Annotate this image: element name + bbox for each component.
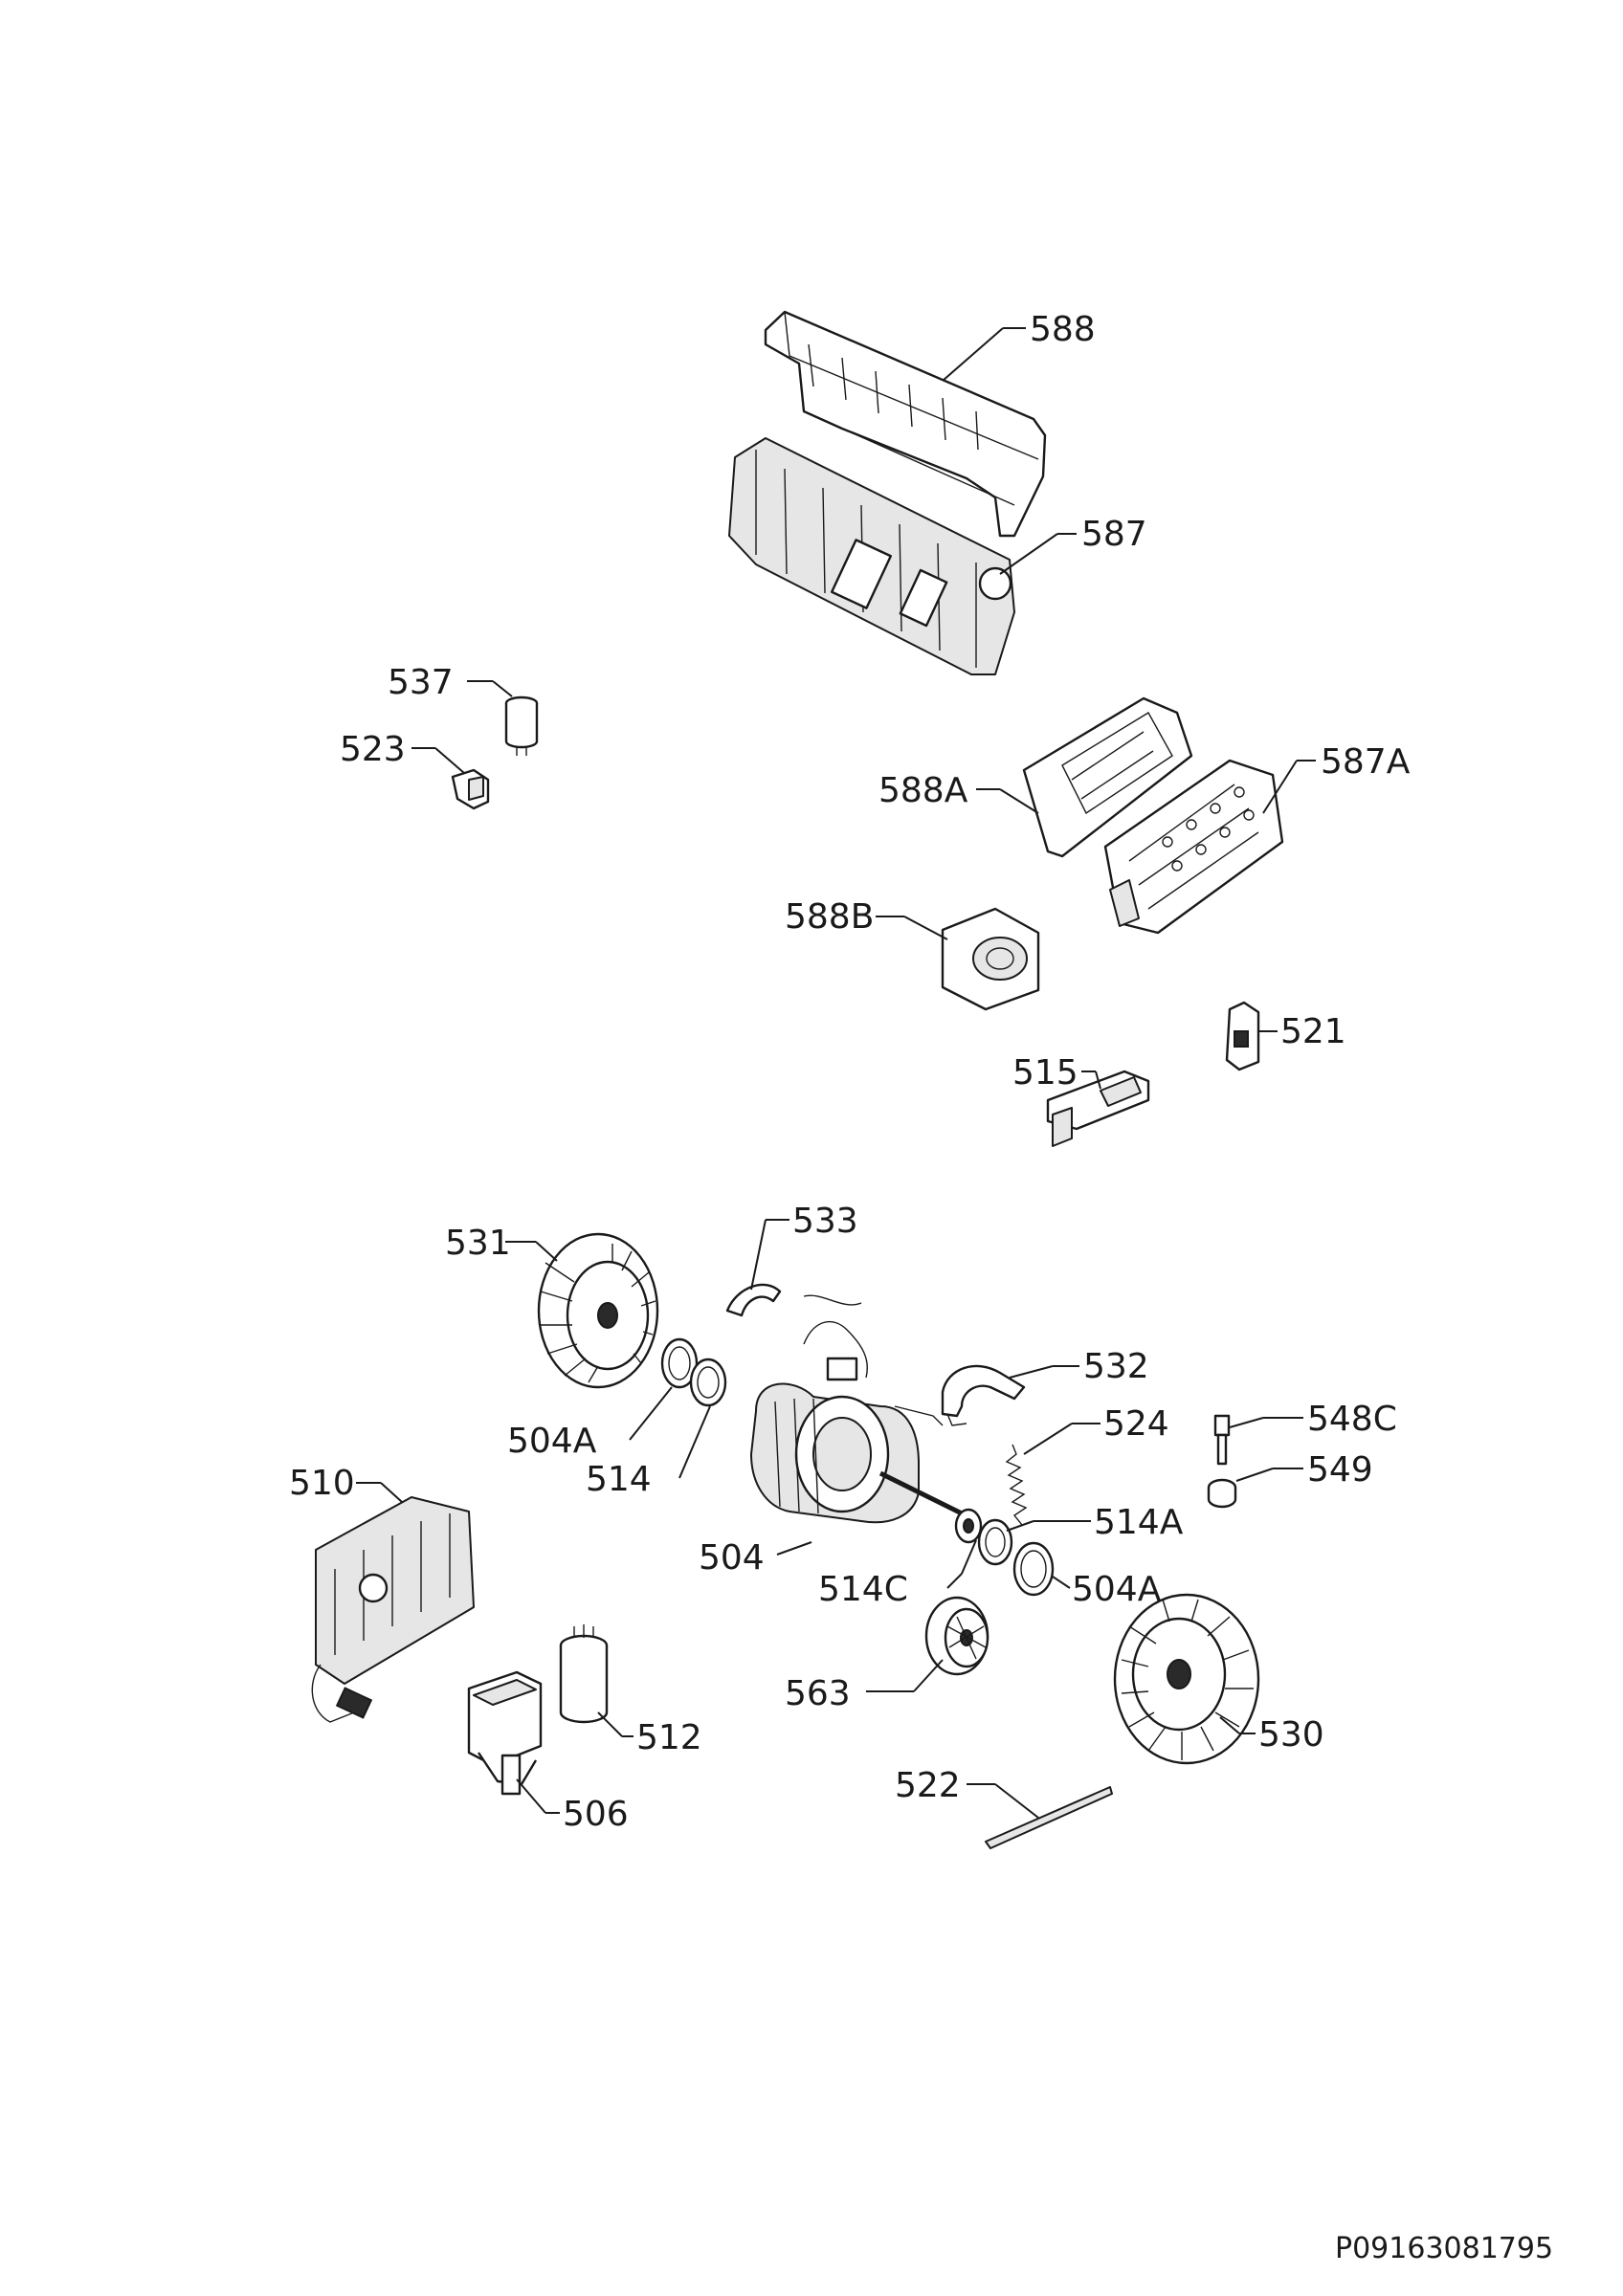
leader-549 — [1235, 1468, 1274, 1482]
label-587: 587 — [1081, 515, 1147, 554]
leader-588B-b — [903, 916, 948, 940]
leader-524 — [1023, 1423, 1073, 1455]
leader-530 — [1219, 1716, 1240, 1734]
leader-531-b — [535, 1241, 558, 1262]
label-548C: 548C — [1307, 1400, 1397, 1439]
leader-515-b — [1095, 1071, 1101, 1090]
label-504: 504 — [699, 1538, 765, 1578]
part-522-belt — [985, 1786, 1113, 1849]
part-537 — [504, 695, 539, 756]
part-510 — [311, 1496, 475, 1723]
label-588B: 588B — [785, 897, 874, 937]
label-588A: 588A — [878, 771, 968, 810]
part-548C — [1213, 1414, 1231, 1466]
leader-537-b — [492, 680, 513, 697]
leader-504A-left — [629, 1386, 673, 1441]
label-537: 537 — [388, 663, 454, 702]
label-549: 549 — [1307, 1450, 1373, 1490]
leader-514 — [678, 1405, 711, 1479]
part-512 — [559, 1624, 609, 1724]
part-504A-left — [660, 1337, 699, 1389]
leader-504 — [776, 1541, 812, 1556]
label-531: 531 — [445, 1224, 511, 1263]
part-587A — [1103, 759, 1284, 935]
part-521 — [1225, 1001, 1260, 1071]
label-512: 512 — [636, 1718, 702, 1757]
leader-506 — [516, 1778, 546, 1814]
label-522: 522 — [895, 1766, 961, 1805]
part-532 — [941, 1364, 1026, 1426]
label-514A: 514A — [1094, 1503, 1184, 1542]
part-549 — [1207, 1478, 1237, 1509]
leader-523-b — [434, 747, 465, 774]
leader-514C — [961, 1539, 977, 1575]
part-530-fan — [1113, 1593, 1260, 1765]
label-530: 530 — [1258, 1715, 1324, 1755]
part-533 — [725, 1283, 862, 1317]
leader-587A — [1262, 760, 1298, 814]
part-504-motor — [750, 1320, 964, 1524]
part-531-fan — [537, 1232, 659, 1389]
label-563: 563 — [785, 1674, 851, 1713]
drawing-reference-number: P09163081795 — [1335, 2232, 1553, 2265]
label-523: 523 — [340, 730, 406, 769]
part-514C — [954, 1508, 983, 1544]
part-514-left — [689, 1358, 727, 1407]
label-506: 506 — [563, 1795, 629, 1834]
label-521: 521 — [1280, 1012, 1346, 1051]
part-523 — [451, 768, 490, 810]
part-506-pump — [467, 1670, 543, 1796]
leader-548C — [1229, 1417, 1264, 1428]
label-532: 532 — [1083, 1347, 1149, 1386]
leader-522-b — [994, 1783, 1039, 1819]
part-514A — [977, 1518, 1013, 1566]
part-524-spring — [1005, 1444, 1028, 1526]
label-588: 588 — [1030, 310, 1096, 349]
leader-532 — [1009, 1365, 1054, 1379]
label-515: 515 — [1012, 1053, 1078, 1093]
label-504A-left: 504A — [507, 1422, 597, 1461]
label-514C: 514C — [818, 1570, 908, 1609]
label-533: 533 — [792, 1202, 858, 1241]
leader-588 — [942, 327, 1004, 382]
part-588A — [1022, 696, 1193, 858]
leader-588A-b — [999, 788, 1039, 814]
leader-514C-b — [946, 1573, 963, 1589]
leader-587 — [999, 533, 1058, 575]
leader-504A-right — [1052, 1576, 1071, 1589]
leader-512 — [597, 1711, 623, 1737]
leader-510-b — [380, 1482, 403, 1503]
part-563-pulley — [924, 1596, 989, 1676]
part-504A-right — [1012, 1541, 1055, 1597]
part-588B — [941, 907, 1040, 1011]
part-515 — [1046, 1070, 1150, 1147]
label-510: 510 — [289, 1464, 355, 1503]
label-504A-right: 504A — [1072, 1570, 1162, 1609]
label-524: 524 — [1103, 1404, 1169, 1444]
leader-533 — [750, 1219, 767, 1291]
part-587-control-module — [728, 437, 1015, 675]
leader-563-b — [913, 1659, 944, 1692]
label-587A: 587A — [1321, 742, 1411, 782]
leader-514A — [1006, 1520, 1034, 1532]
label-514: 514 — [586, 1460, 652, 1499]
part-588-cover — [764, 310, 1047, 538]
